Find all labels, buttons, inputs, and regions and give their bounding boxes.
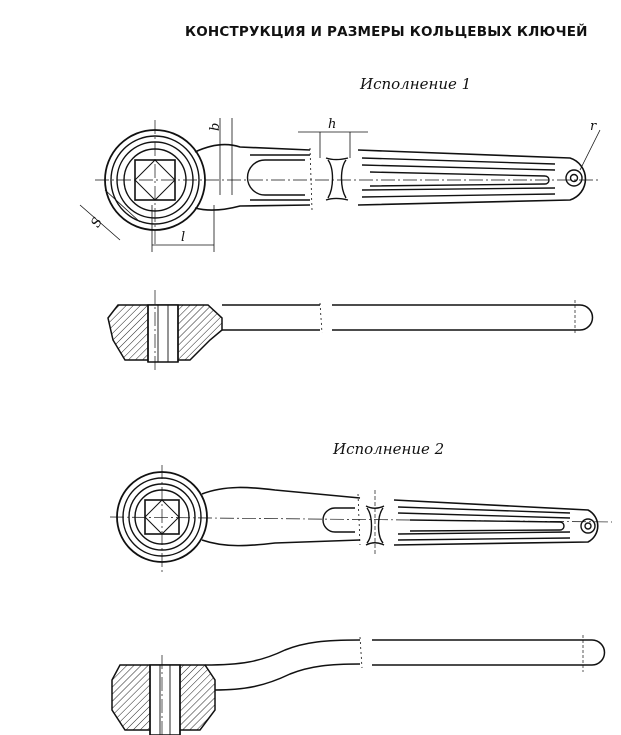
variant-1-top-view	[79, 118, 601, 252]
dim-l-label: l	[181, 230, 185, 245]
variant-1-side-view	[107, 290, 594, 372]
dim-r-label: r	[590, 119, 597, 134]
drawing-title: КОНСТРУКЦИЯ И РАЗМЕРЫ КОЛЬЦЕВЫХ КЛЮЧЕЙ	[185, 24, 588, 40]
variant-2-top-view	[109, 465, 613, 572]
variant-2-side-view	[111, 635, 606, 735]
dim-h-label: h	[328, 117, 336, 132]
variant-1-label: Исполнение 1	[360, 75, 472, 93]
dim-b-label: b	[208, 123, 223, 131]
variant-2-label: Исполнение 2	[333, 440, 445, 458]
dim-s-label: S	[88, 215, 105, 230]
